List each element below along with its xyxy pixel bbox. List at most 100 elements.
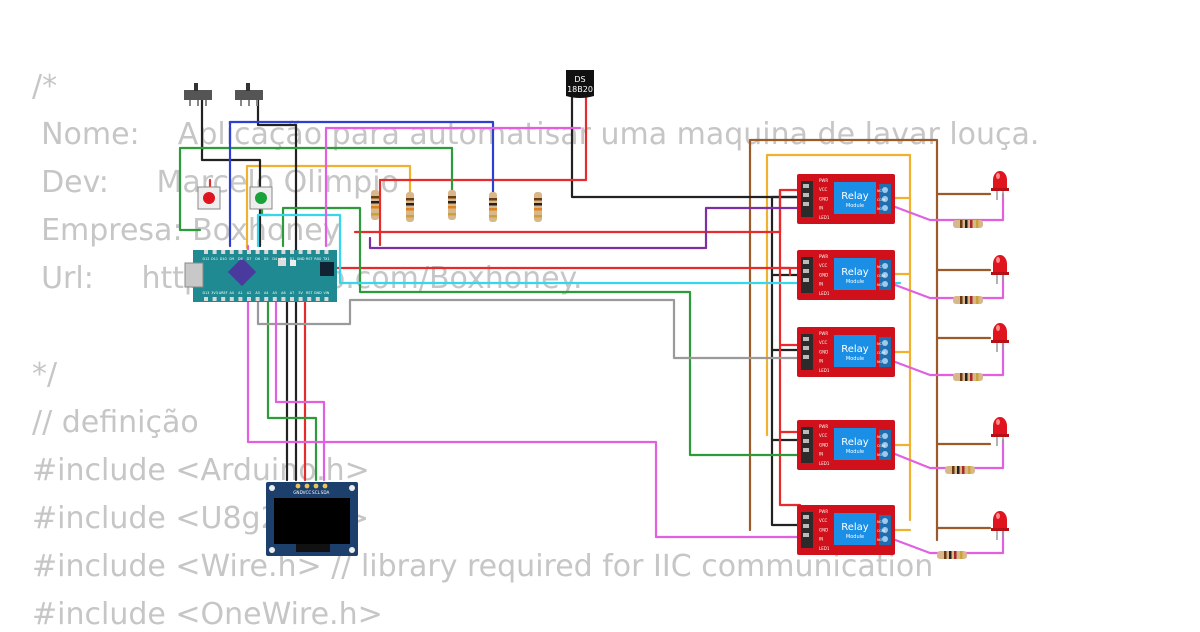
led (990, 510, 1010, 541)
relay-pin-label: NC (877, 435, 883, 439)
nano-pin-label: D10 (220, 257, 227, 261)
relay-pin-label: VCC (819, 263, 828, 268)
relay-subtitle: Module (846, 356, 864, 362)
nano-pin-label: RX0 (314, 257, 321, 261)
relay-pin-label: COM (877, 529, 885, 533)
oled-pin (304, 483, 310, 489)
relay-pin-label: NO (877, 207, 883, 211)
nano-pin-label: D4 (272, 257, 277, 261)
nano-pin-label: A3 (255, 291, 259, 295)
nano-pin (255, 297, 260, 301)
nano-pin (238, 297, 243, 301)
relay-pin-label: LED1 (819, 291, 830, 296)
relay-pin-label: NC (877, 520, 883, 524)
nano-pin (272, 250, 277, 254)
nano-pin-label: A0 (230, 291, 234, 295)
relay-title: Relay (841, 344, 869, 355)
relay-pin-label: PWR (819, 424, 828, 429)
nano-pin (212, 250, 217, 254)
nano-pin-label: D5 (264, 257, 269, 261)
nano-pin (272, 297, 277, 301)
relay-pin-label: NO (877, 360, 883, 364)
relay-pin-label: COM (877, 198, 885, 202)
nano-pin-label: A2 (247, 291, 251, 295)
relay-pin-label: PWR (819, 254, 828, 259)
nano-pin-label: D12 (203, 257, 210, 261)
oled-pin (295, 483, 301, 489)
code-line: Nome: Aplicação para automatisar uma maq… (22, 117, 1040, 152)
nano-pin (290, 297, 294, 301)
relay-subtitle: Module (846, 534, 864, 540)
nano-pin-label: D11 (211, 257, 218, 261)
nano-pin-label: D2 (290, 257, 295, 261)
nano-pin-label: D6 (255, 257, 260, 261)
relay-pin-label: NC (877, 189, 883, 193)
relay-subtitle: Module (846, 203, 864, 209)
nano-pin (247, 250, 251, 254)
relay-title: Relay (841, 522, 869, 533)
relay-pin-label: LED1 (819, 215, 830, 220)
nano-pin (255, 250, 260, 254)
oled-pin (322, 483, 328, 489)
relay-pin-label: LED1 (819, 546, 830, 551)
nano-pin (324, 250, 329, 254)
oled-pin-label: SCL (312, 490, 321, 495)
relay-pin-label: IN (819, 452, 823, 457)
relay-pin-label: PWR (819, 509, 828, 514)
nano-pin-label: AREF (219, 291, 228, 295)
nano-pin (212, 297, 217, 301)
resistor (953, 296, 983, 304)
relay-pin-label: GND (819, 272, 828, 277)
relay-pin-label: IN (819, 359, 823, 364)
nano-pin-label: A7 (290, 291, 294, 295)
relay-pin-label: COM (877, 351, 885, 355)
nano-pin (298, 297, 303, 301)
sensor-label-1: DS (574, 75, 585, 84)
nano-pin-label: 3V3 (211, 291, 218, 295)
nano-pin (229, 250, 234, 254)
relay-pin-label: IN (819, 537, 823, 542)
nano-pin-label: D9 (229, 257, 234, 261)
relay-pin-label: IN (819, 282, 823, 287)
code-line: // definição (32, 405, 199, 440)
resistor (945, 466, 975, 474)
leds (937, 170, 1010, 559)
nano-pin-label: 5V (298, 291, 303, 295)
nano-pin-label: A6 (281, 291, 285, 295)
relay-pin-label: GND (819, 349, 828, 354)
nano-pin (204, 250, 208, 254)
push-button-green (249, 186, 273, 210)
nano-pin (324, 297, 329, 301)
resistor (953, 373, 983, 381)
nano-pin (281, 250, 286, 254)
nano-pin-label: D13 (203, 291, 210, 295)
nano-pin (290, 250, 294, 254)
nano-pin-label: VIN (323, 291, 329, 295)
relay-pin-label: NC (877, 342, 883, 346)
nano-pin (221, 297, 226, 301)
relay-pin-label: VCC (819, 518, 828, 523)
led (990, 170, 1010, 201)
nano-pin (264, 250, 269, 254)
nano-pin (221, 250, 226, 254)
oled-pin (313, 483, 319, 489)
code-line: */ (32, 357, 58, 392)
oled-pin-label: SDA (321, 490, 330, 495)
nano-pin-label: GND (314, 291, 322, 295)
relay-title: Relay (841, 437, 869, 448)
nano-pin-label: D7 (247, 257, 252, 261)
led (990, 322, 1010, 353)
relay-pin-label: NO (877, 453, 883, 457)
led (990, 416, 1010, 447)
relay-pin-label: IN (819, 206, 823, 211)
nano-pin-label: A1 (238, 291, 242, 295)
nano-pin (307, 250, 312, 254)
code-line: #include <Wire.h> // library required fo… (32, 549, 934, 584)
relay-pin-label: VCC (819, 433, 828, 438)
relay-pin-label: GND (819, 527, 828, 532)
relay-title: Relay (841, 267, 869, 278)
